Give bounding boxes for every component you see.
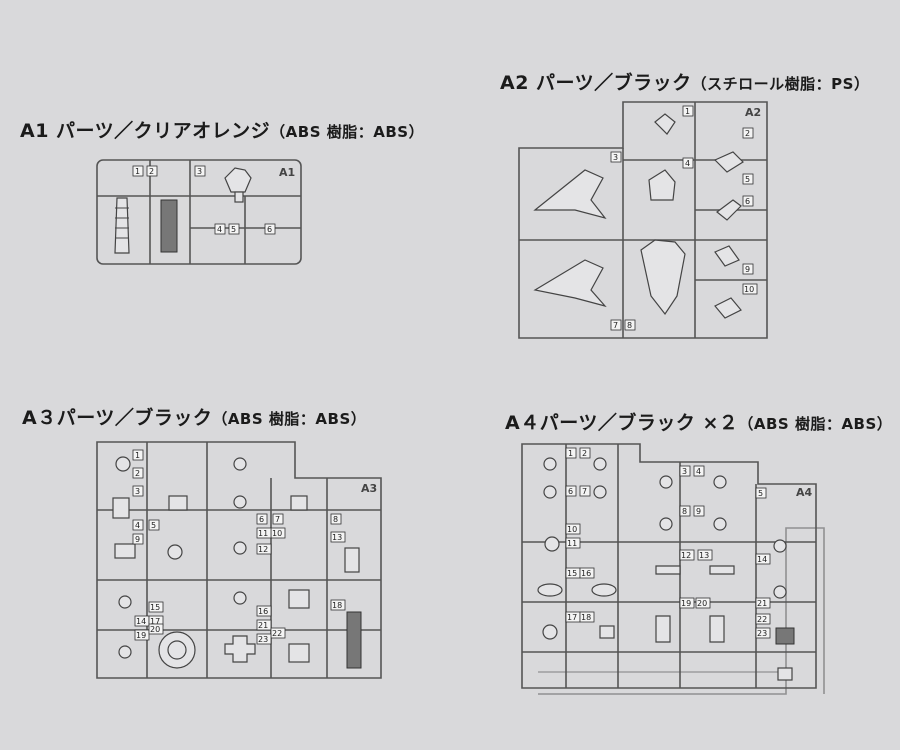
a3-runner-label: A3 <box>361 482 377 495</box>
a4-num-22: 22 <box>757 615 767 624</box>
a4-runner-back <box>538 527 825 695</box>
a4-num-15: 15 <box>567 569 577 578</box>
a3-num-3: 3 <box>135 487 140 496</box>
a3-num-2: 2 <box>135 469 140 478</box>
a3-num-20: 20 <box>150 625 160 634</box>
a2-num-8: 8 <box>627 321 632 330</box>
a3-num-17: 17 <box>150 617 160 626</box>
a4-num-18: 18 <box>581 613 591 622</box>
a2-num-2: 2 <box>745 129 750 138</box>
a1-num-6: 6 <box>267 225 272 234</box>
a3-num-5: 5 <box>151 521 156 530</box>
a4-num-17: 17 <box>567 613 577 622</box>
a3-title-text: A３パーツ／ブラック <box>22 407 213 429</box>
a4-num-1: 1 <box>568 449 573 458</box>
a4-num-3: 3 <box>682 467 687 476</box>
a4-num-21: 21 <box>757 599 767 608</box>
a2-runner-label: A2 <box>745 106 761 119</box>
a2-title-text: A2 パーツ／ブラック <box>500 72 692 94</box>
a4-num-4: 4 <box>696 467 701 476</box>
a1-num-2: 2 <box>149 167 154 176</box>
a4-title: A４パーツ／ブラック ×２（ABS 樹脂：ABS） <box>505 408 892 435</box>
a4-num-20: 20 <box>697 599 707 608</box>
a3-num-15: 15 <box>150 603 160 612</box>
a4-title-text: A４パーツ／ブラック ×２ <box>505 412 739 434</box>
a4-runner: 1 2 3 4 5 6 7 8 9 10 11 12 13 14 15 16 1… <box>521 443 817 689</box>
a3-num-14: 14 <box>136 617 146 626</box>
a1-title: A1 パーツ／クリアオレンジ（ABS 樹脂：ABS） <box>20 116 424 143</box>
a3-num-22: 22 <box>272 629 282 638</box>
a3-num-9: 9 <box>135 535 140 544</box>
a1-num-5: 5 <box>231 225 236 234</box>
a3-num-19: 19 <box>136 631 146 640</box>
a4-num-9: 9 <box>696 507 701 516</box>
a4-num-12: 12 <box>681 551 691 560</box>
a3-num-12: 12 <box>258 545 268 554</box>
a3-num-23: 23 <box>258 635 268 644</box>
a1-num-4: 4 <box>217 225 222 234</box>
a3-runner: 1 2 3 4 5 6 7 8 9 10 11 12 13 14 15 16 1… <box>96 441 382 679</box>
a4-num-7: 7 <box>582 487 587 496</box>
a3-num-16: 16 <box>258 607 268 616</box>
a4-num-14: 14 <box>757 555 767 564</box>
a1-runner: 1 2 3 4 5 6 A1 <box>96 159 302 265</box>
a3-num-4: 4 <box>135 521 140 530</box>
a4-num-5: 5 <box>758 489 763 498</box>
a2-num-3: 3 <box>613 153 618 162</box>
a2-runner: 1 2 3 4 5 6 7 8 9 10 A2 <box>518 101 768 339</box>
a1-title-text: A1 パーツ／クリアオレンジ <box>20 120 271 142</box>
a3-num-11: 11 <box>258 529 268 538</box>
a4-num-6: 6 <box>568 487 573 496</box>
a4-num-11: 11 <box>567 539 577 548</box>
a4-num-19: 19 <box>681 599 691 608</box>
a4-num-10: 10 <box>567 525 577 534</box>
a3-num-13: 13 <box>332 533 342 542</box>
a2-material: （スチロール樹脂：PS） <box>691 75 870 93</box>
a1-material: （ABS 樹脂：ABS） <box>270 123 425 141</box>
a2-num-7: 7 <box>613 321 618 330</box>
a3-num-10: 10 <box>272 529 282 538</box>
a4-num-2: 2 <box>582 449 587 458</box>
a4-num-23: 23 <box>757 629 767 638</box>
a4-num-13: 13 <box>699 551 709 560</box>
a1-num-1: 1 <box>135 167 140 176</box>
a4-material: （ABS 樹脂：ABS） <box>738 415 893 433</box>
a1-runner-label: A1 <box>279 166 295 179</box>
a3-num-7: 7 <box>275 515 280 524</box>
a3-material: （ABS 樹脂：ABS） <box>212 410 367 428</box>
a3-num-6: 6 <box>259 515 264 524</box>
a4-num-8: 8 <box>682 507 687 516</box>
a1-num-3: 3 <box>197 167 202 176</box>
a4-num-16: 16 <box>581 569 591 578</box>
a3-num-1: 1 <box>135 451 140 460</box>
a2-num-10: 10 <box>744 285 754 294</box>
a3-title: A３パーツ／ブラック（ABS 樹脂：ABS） <box>22 403 366 430</box>
a2-num-9: 9 <box>745 265 750 274</box>
a4-runner-label: A4 <box>796 486 813 499</box>
a1-drill-stripes <box>115 207 129 239</box>
a2-num-5: 5 <box>745 175 750 184</box>
a3-num-18: 18 <box>332 601 342 610</box>
a3-num-8: 8 <box>333 515 338 524</box>
a2-num-6: 6 <box>745 197 750 206</box>
a3-num-21: 21 <box>258 621 268 630</box>
a2-num-1: 1 <box>685 107 690 116</box>
a2-title: A2 パーツ／ブラック（スチロール樹脂：PS） <box>500 68 869 95</box>
a2-num-4: 4 <box>685 159 690 168</box>
